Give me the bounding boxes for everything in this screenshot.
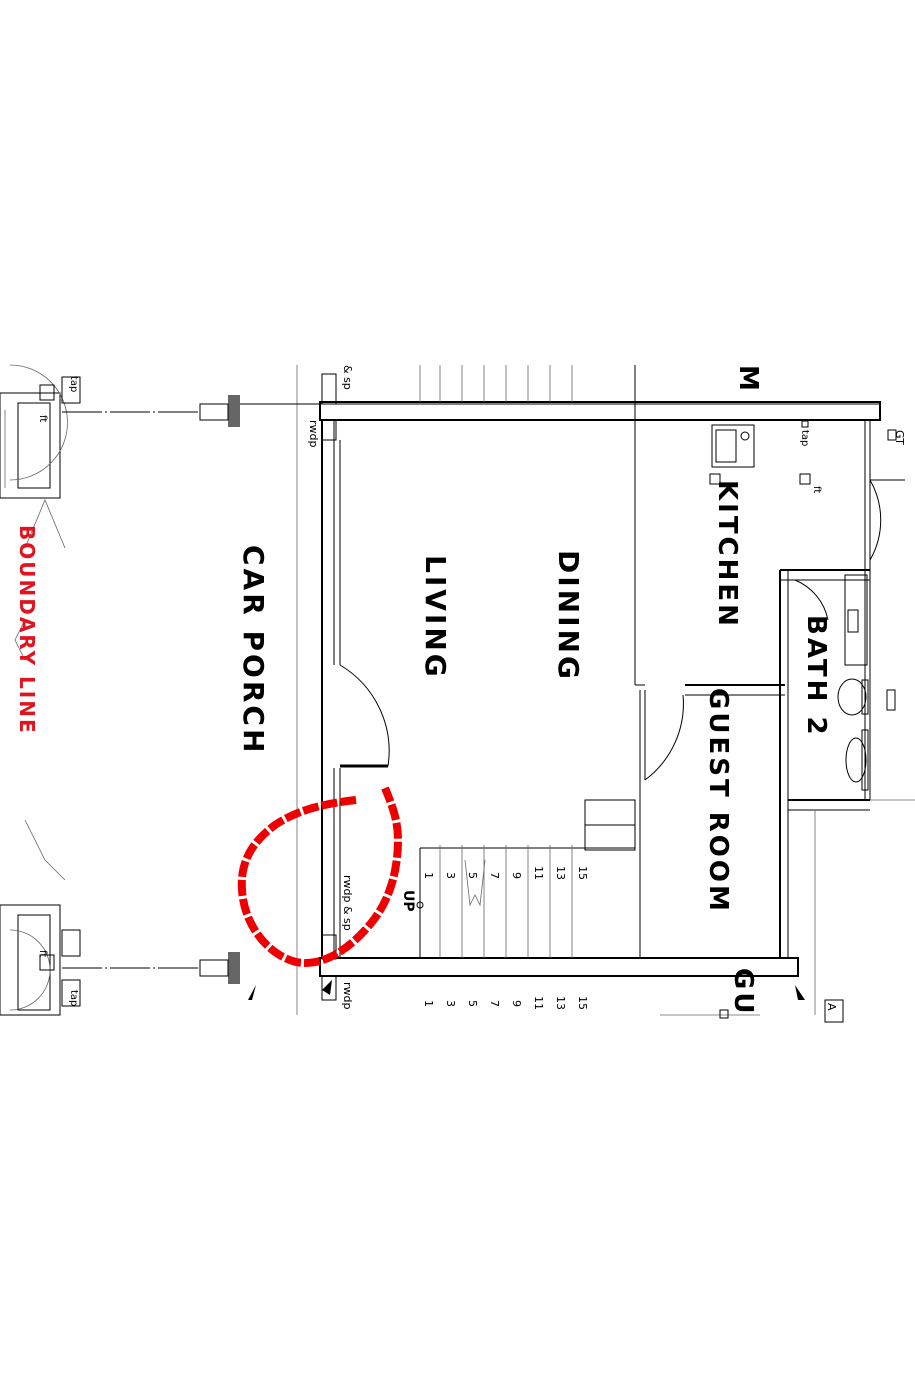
section-arrow-icon xyxy=(795,985,805,1000)
gt-label: GT xyxy=(893,430,906,445)
bath-label: BATH 2 xyxy=(801,615,831,738)
room-m-partial-label: M xyxy=(733,365,763,394)
staircase xyxy=(416,799,636,959)
red-annotation-circle xyxy=(237,786,403,967)
bath-fixtures xyxy=(837,429,897,791)
stair-numbers-lower: 1 3 5 7 9 11 13 15 xyxy=(422,996,589,1010)
kitchen-sink xyxy=(709,420,811,485)
main-walls xyxy=(319,365,915,1015)
kitchen-label: KITCHEN xyxy=(712,480,742,629)
section-arrow-icon xyxy=(248,985,256,1000)
stair-number: 1 xyxy=(422,1000,435,1007)
stair-number: 15 xyxy=(576,866,589,880)
stair-number: 5 xyxy=(466,1000,479,1007)
rwdp-label-bottom: rwdp xyxy=(341,982,354,1010)
stair-number: 11 xyxy=(532,866,545,880)
section-arrow-icon xyxy=(322,980,332,995)
entrance-door xyxy=(339,664,390,768)
car-porch-label: CAR PORCH xyxy=(237,545,270,755)
stair-number: 13 xyxy=(554,996,567,1010)
upper-stair-hatch xyxy=(419,365,573,402)
dining-label: DINING xyxy=(552,550,585,682)
boundary-chevrons xyxy=(14,498,66,881)
stair-number: 3 xyxy=(444,1000,457,1007)
stair-number: 1 xyxy=(422,872,435,879)
tap-label-top: tap xyxy=(68,376,79,392)
living-label: LIVING xyxy=(419,555,452,680)
guest-room-door xyxy=(644,694,684,781)
stair-number: 9 xyxy=(510,1000,523,1007)
boundary-gate-top xyxy=(0,364,200,499)
ft-label-top: ft xyxy=(37,415,48,422)
stair-number: 9 xyxy=(510,872,523,879)
gate-column-top xyxy=(228,395,240,427)
stair-numbers: 1 3 5 7 9 11 13 15 xyxy=(422,866,589,880)
ft-label-bottom: ft xyxy=(37,950,48,957)
gate-column-bottom xyxy=(228,952,240,984)
stair-number: 11 xyxy=(532,996,545,1010)
rwdp-sp-label: rwdp & sp xyxy=(341,875,354,931)
rwdp-label-top: rwdp xyxy=(307,420,320,448)
bath-door xyxy=(794,579,829,621)
kitchen-door xyxy=(869,479,882,561)
stair-number: 7 xyxy=(488,1000,501,1007)
tap-label-bottom: tap xyxy=(68,990,79,1006)
arrow-a-label: A xyxy=(825,1003,838,1011)
guest-room-partial-label: GU xyxy=(728,968,758,1016)
stair-number: 7 xyxy=(488,872,501,879)
stair-up-label: UP xyxy=(400,890,416,912)
boundary-gate-bottom xyxy=(0,904,200,1016)
stair-number: 3 xyxy=(444,872,457,879)
right-bottom-partial xyxy=(660,999,844,1023)
stair-number: 13 xyxy=(554,866,567,880)
tap-label-kitchen: tap xyxy=(799,430,810,446)
stair-number: 15 xyxy=(576,996,589,1010)
ft-label-kitchen: ft xyxy=(811,486,822,493)
boundary-line-label: BOUNDARY LINE xyxy=(15,525,39,735)
stair-number: 5 xyxy=(466,872,479,879)
sp-label-top: & sp xyxy=(341,365,354,390)
guest-room-label: GUEST ROOM xyxy=(703,688,733,914)
